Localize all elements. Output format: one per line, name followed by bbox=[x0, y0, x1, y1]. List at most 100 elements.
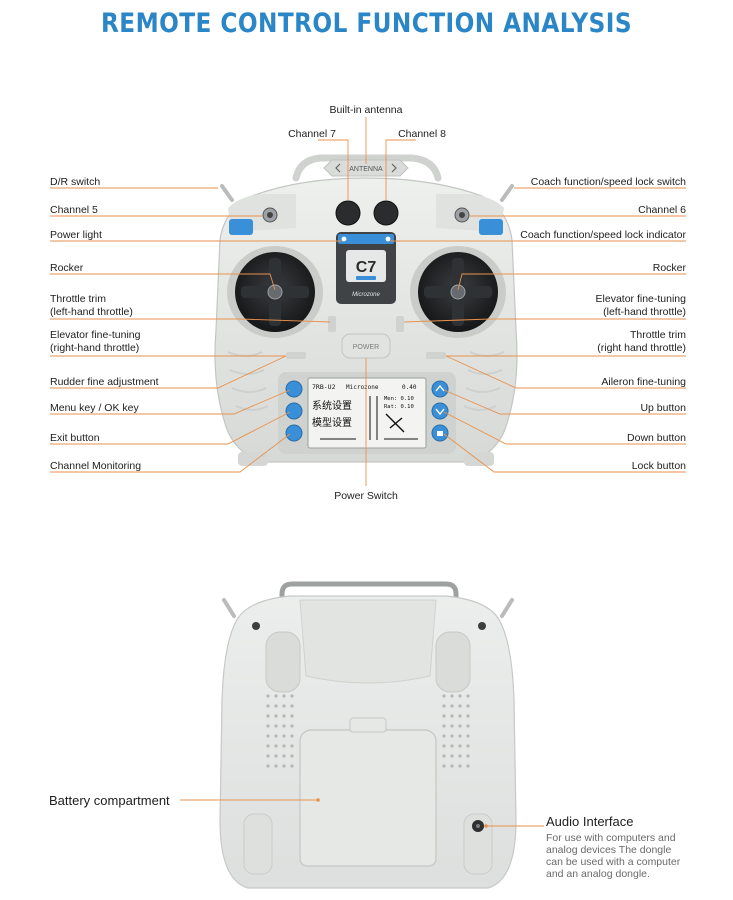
label-channel5: Channel 5 bbox=[50, 204, 98, 216]
audio-note-line-4: and an analog dongle. bbox=[546, 868, 650, 880]
channel-monitor-key[interactable] bbox=[285, 424, 303, 442]
label-throttle-trim-right-1: Throttle trim bbox=[630, 329, 686, 341]
channel6-switch-knob bbox=[459, 212, 465, 218]
label-channel8: Channel 8 bbox=[398, 128, 446, 140]
audio-note-line-3: can be used with a computer bbox=[546, 856, 681, 868]
lcd-menu-system: 系统设置 bbox=[312, 399, 352, 412]
indicator-strip bbox=[338, 234, 394, 244]
right-gimbal bbox=[410, 246, 506, 338]
power-light bbox=[341, 236, 347, 242]
left-gimbal bbox=[227, 246, 323, 338]
back-right-toggle bbox=[500, 598, 514, 618]
battery-latch[interactable] bbox=[349, 717, 387, 733]
right-vertical-trim[interactable] bbox=[396, 316, 404, 332]
label-audio-interface: Audio Interface bbox=[546, 814, 633, 829]
label-elevator-fine-left-2: (right-hand throttle) bbox=[50, 342, 139, 354]
label-menu-ok: Menu key / OK key bbox=[50, 402, 139, 414]
back-leader-lines bbox=[180, 798, 544, 828]
lock-icon bbox=[437, 431, 443, 436]
right-rocker-stick[interactable] bbox=[450, 284, 466, 300]
brand-logo: Microzone bbox=[352, 292, 380, 298]
label-built-in-antenna: Built-in antenna bbox=[330, 104, 403, 116]
channel7-knob[interactable] bbox=[335, 200, 361, 226]
label-rocker-left: Rocker bbox=[50, 262, 84, 274]
audio-note-line-1: For use with computers and bbox=[546, 832, 676, 844]
label-throttle-trim-right-2: (right hand throttle) bbox=[597, 342, 686, 354]
label-coach-indicator: Coach function/speed lock indicator bbox=[520, 229, 686, 241]
lcd-voltage: 0.40 bbox=[402, 384, 417, 391]
screw-top-left bbox=[252, 622, 260, 630]
label-lock-button: Lock button bbox=[632, 460, 686, 472]
left-grip-pad bbox=[265, 631, 301, 693]
label-channel6: Channel 6 bbox=[638, 204, 686, 216]
back-view bbox=[219, 581, 517, 889]
label-up-button: Up button bbox=[640, 402, 686, 414]
down-key[interactable] bbox=[431, 402, 449, 420]
label-dr-switch: D/R switch bbox=[50, 176, 100, 188]
exit-key[interactable] bbox=[285, 402, 303, 420]
label-down-button: Down button bbox=[627, 432, 686, 444]
screw-top-right bbox=[478, 622, 486, 630]
carry-handle[interactable] bbox=[279, 581, 459, 639]
up-key[interactable] bbox=[431, 380, 449, 398]
left-blue-tag bbox=[229, 219, 253, 235]
label-power-light: Power light bbox=[50, 229, 102, 241]
label-elevator-fine-right-1: Elevator fine-tuning bbox=[596, 293, 687, 305]
chevron-right-icon bbox=[391, 163, 397, 173]
bottom-right-pad bbox=[463, 813, 493, 875]
antenna-plate bbox=[323, 159, 409, 177]
right-speaker-grille bbox=[442, 694, 470, 768]
lcd-airplane-icon bbox=[385, 413, 405, 433]
right-grip-pad bbox=[435, 631, 471, 693]
right-blue-tag bbox=[479, 219, 503, 235]
model-plate bbox=[346, 250, 386, 282]
model-name: C7 bbox=[356, 259, 377, 276]
battery-compartment[interactable] bbox=[299, 729, 437, 867]
lcd-stat-2: Rat: 0.10 bbox=[384, 404, 414, 410]
audio-jack-core bbox=[476, 824, 480, 828]
label-channel-monitoring: Channel Monitoring bbox=[50, 460, 141, 472]
back-left-toggle bbox=[222, 598, 236, 618]
label-elevator-fine-left-1: Elevator fine-tuning bbox=[50, 329, 141, 341]
dr-switch-lever[interactable] bbox=[220, 184, 234, 202]
label-coach-switch: Coach function/speed lock switch bbox=[531, 176, 686, 188]
rudder-trim[interactable] bbox=[286, 352, 306, 359]
left-speaker-grille bbox=[266, 694, 294, 768]
arrow-down-icon bbox=[435, 408, 445, 416]
channel8-knob[interactable] bbox=[373, 200, 399, 226]
label-throttle-trim-left-1: Throttle trim bbox=[50, 293, 106, 305]
coach-switch-lever[interactable] bbox=[500, 184, 514, 202]
aileron-trim[interactable] bbox=[426, 352, 446, 359]
chevron-left-icon bbox=[335, 163, 341, 173]
label-battery-compartment: Battery compartment bbox=[49, 793, 170, 808]
left-rocker-stick[interactable] bbox=[267, 284, 283, 300]
label-aileron-fine: Aileron fine-tuning bbox=[601, 376, 686, 388]
channel5-switch-knob bbox=[267, 212, 273, 218]
label-rocker-right: Rocker bbox=[653, 262, 687, 274]
back-top-recess bbox=[299, 599, 437, 684]
right-foot bbox=[464, 452, 494, 466]
lcd-screen bbox=[307, 377, 427, 449]
label-elevator-fine-right-2: (left-hand throttle) bbox=[603, 306, 686, 318]
antenna-plate-text: ANTENNA bbox=[349, 166, 383, 173]
bottom-left-pad bbox=[243, 813, 273, 875]
label-rudder-fine: Rudder fine adjustment bbox=[50, 376, 159, 388]
audio-note-line-2: analog devices The dongle bbox=[546, 844, 671, 856]
left-foot bbox=[238, 452, 268, 466]
front-labels: Built-in antenna Channel 7 Channel 8 Pow… bbox=[50, 104, 687, 502]
lcd-brand: Microzone bbox=[346, 384, 379, 391]
label-power-switch: Power Switch bbox=[334, 490, 398, 502]
back-labels: Battery compartment Audio Interface For … bbox=[49, 793, 681, 880]
lcd-menu-model: 模型设置 bbox=[312, 416, 352, 429]
lcd-stat-1: Men: 0.10 bbox=[384, 396, 414, 402]
coach-indicator-light bbox=[385, 236, 391, 242]
page-title: REMOTE CONTROL FUNCTION ANALYSIS bbox=[100, 8, 633, 39]
menu-ok-key[interactable] bbox=[285, 380, 303, 398]
label-exit: Exit button bbox=[50, 432, 100, 444]
power-key-label: POWER bbox=[353, 344, 379, 351]
front-leader-lines bbox=[50, 117, 686, 486]
label-throttle-trim-left-2: (left-hand throttle) bbox=[50, 306, 133, 318]
arrow-up-icon bbox=[435, 384, 445, 392]
left-vertical-trim[interactable] bbox=[328, 316, 336, 332]
model-underline bbox=[356, 276, 376, 280]
